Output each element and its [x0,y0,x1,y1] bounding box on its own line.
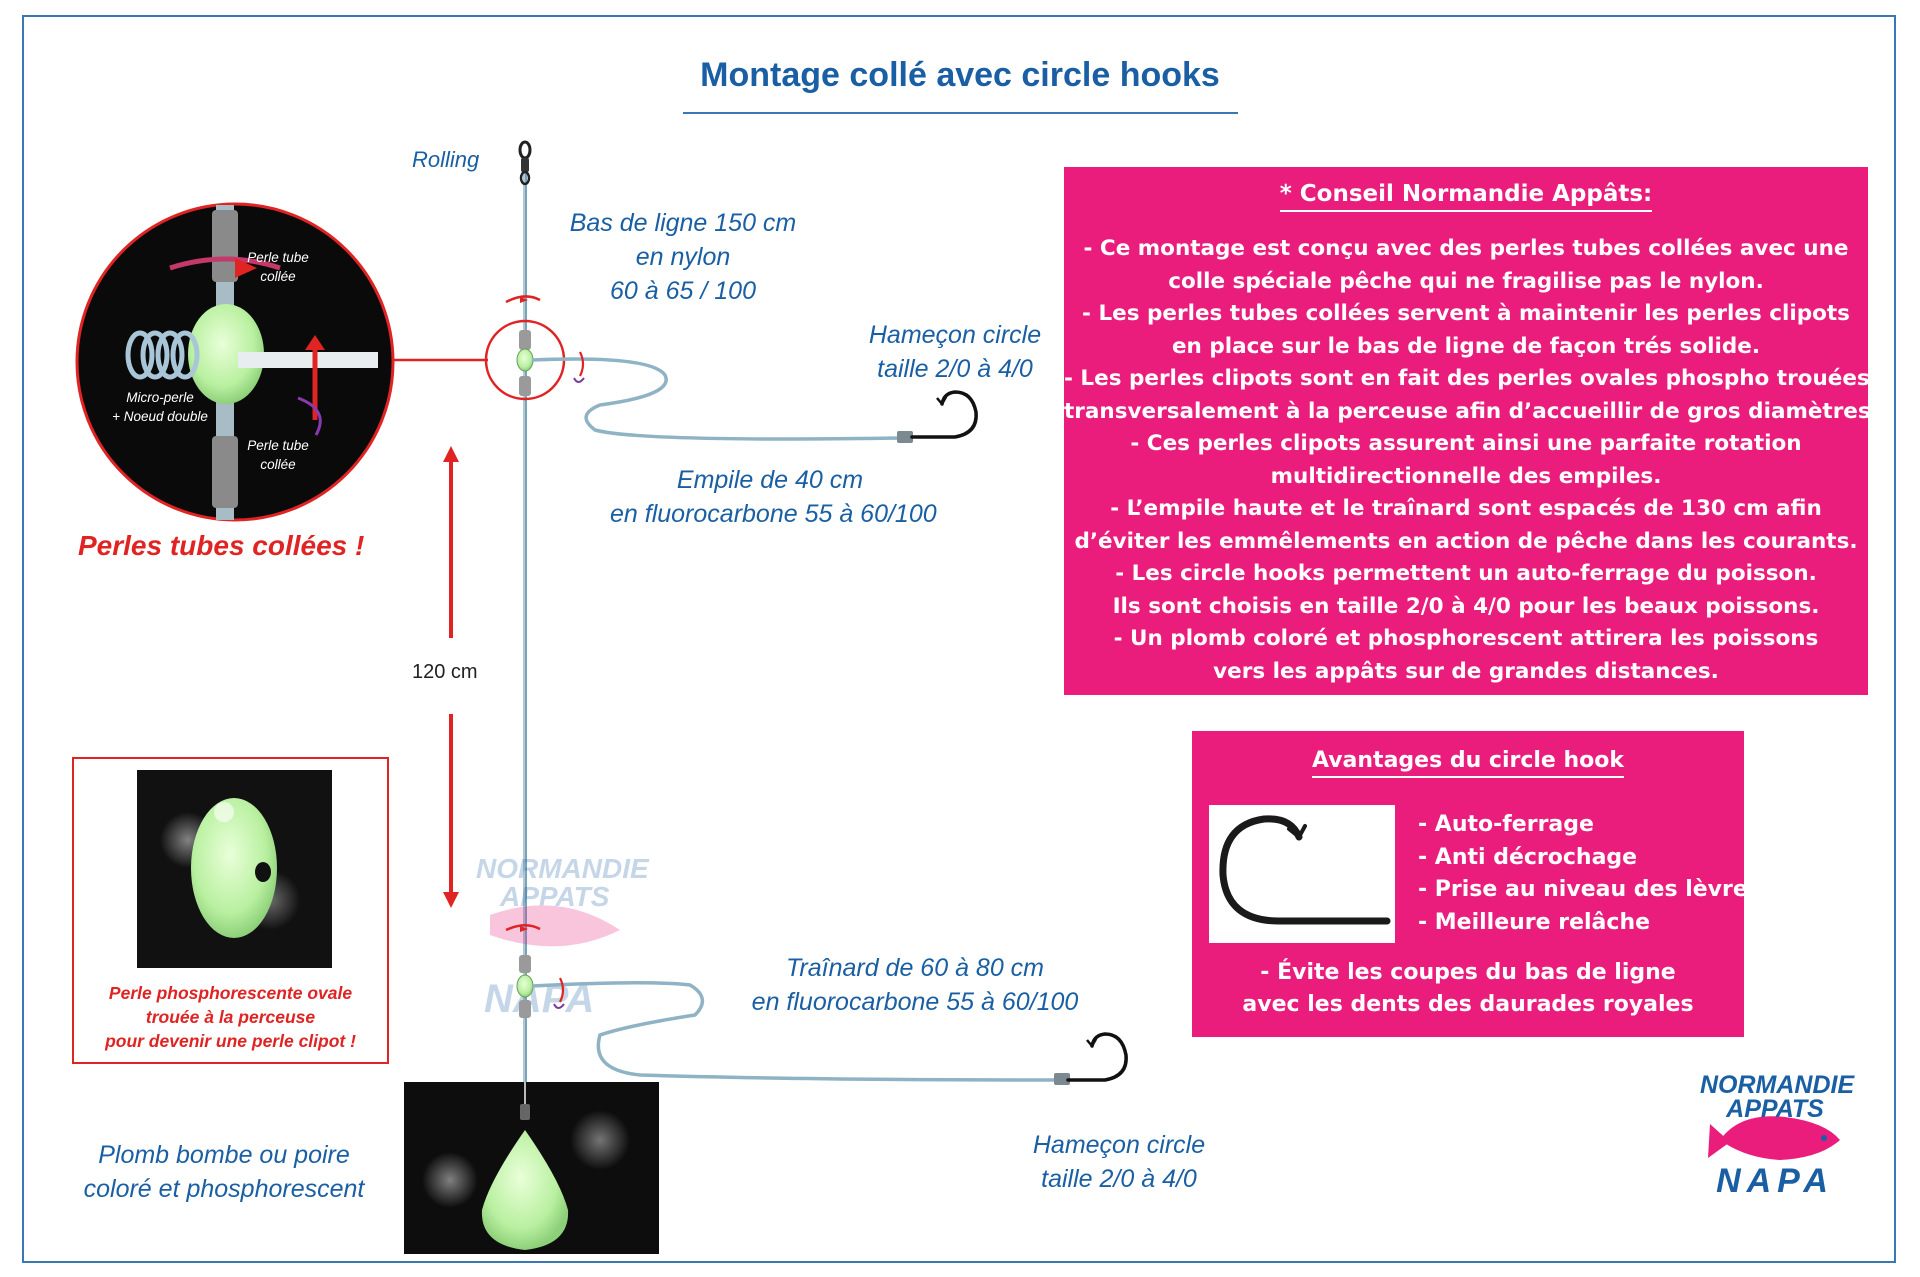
tip-text: - Ce montage est conçu avec des perles t… [1064,233,1879,688]
advantage-item: - Auto-ferrage [1418,812,1594,837]
zoom-inset [75,202,395,522]
lower-snood [531,977,1070,1085]
fish-logo-icon [1708,1116,1840,1160]
tip-line: en place sur le bas de ligne de façon tr… [1171,333,1761,359]
page-title: Montage collé avec circle hooks [700,56,1220,94]
tip-line: - Un plomb coloré et phosphorescent atti… [1113,626,1819,651]
lower-circle-hook-icon [1066,1032,1128,1082]
svg-text:APPATS: APPATS [499,881,610,912]
brand-logo: NORMANDIE APPATS NAPA [1700,1062,1855,1202]
tip-line: - L’empile haute et le traînard sont esp… [1110,496,1822,521]
tip-panel: * Conseil Normandie Appâts: - Ce montage… [1064,167,1879,695]
logo-text-appats: APPATS [1726,1095,1824,1123]
tip-line: - Les perles tubes collées servent à mai… [1082,301,1850,326]
circle-hook-icon [1219,815,1391,925]
tip-line: multidirectionnelle des empiles. [1270,463,1662,489]
tip-line: d’éviter les emmêlements en action de pê… [1074,528,1858,554]
title-underline [683,112,1238,114]
lower-bead-station [505,924,541,1018]
bead-caption: Perle phosphorescente ovale trouée à la … [105,983,356,1051]
sinker-photo [404,1082,659,1254]
distance-label: 120 cm [412,661,478,683]
advantage-item: - Meilleure relâche [1418,909,1651,935]
advantage-item: - Prise au niveau des lèvres [1418,877,1761,902]
zoom-label-micro-perle: Micro-perle+ Noeud double [112,390,208,424]
advantages-panel: Avantages du circle hook - Auto-ferrage … [1192,731,1761,1037]
bead-photo [137,770,332,968]
upper-snood [531,351,913,443]
logo-text-normandie: NORMANDIE [1700,1071,1855,1099]
advantages-title: Avantages du circle hook [1192,748,1744,778]
svg-text:NORMANDIE: NORMANDIE [476,853,650,884]
advantage-item: - Anti décrochage [1418,844,1638,870]
label-rolling: Rolling [412,147,480,172]
tip-line: transversalement à la perceuse afin d’ac… [1064,398,1879,424]
advantages-list: - Auto-ferrage - Anti décrochage - Prise… [1418,809,1761,939]
tip-line: - Ces perles clipots assurent ainsi une … [1130,431,1802,456]
watermark-logo: NORMANDIE APPATS NAPA [476,853,650,1021]
tip-line: - Ce montage est conçu avec des perles t… [1083,236,1849,261]
tip-line: - Les perles clipots sont en fait des pe… [1064,366,1870,391]
tip-line: Ils sont choisis en taille 2/0 à 4/0 pou… [1112,593,1820,619]
tip-title: * Conseil Normandie Appâts: [1064,181,1868,212]
tip-line: vers les appâts sur de grandes distances… [1213,658,1719,684]
swivel-icon [518,140,532,186]
bead-callout-box: Perle phosphorescente ovale trouée à la … [72,757,389,1064]
distance-arrows [443,446,459,908]
upper-circle-hook-icon [910,390,978,439]
advantages-footer: - Évite les coupes du bas de ligne avec … [1242,960,1694,1017]
logo-text-napa: NAPA [1716,1162,1834,1200]
tip-line: colle spéciale pêche qui ne fragilise pa… [1168,268,1764,294]
zoom-headline: Perles tubes collées ! [78,530,365,561]
upper-bead-station [505,295,541,396]
border-frame [22,15,1896,1263]
tip-line: - Les circle hooks permettent un auto-fe… [1115,561,1817,586]
circle-hook-illustration [1209,805,1395,943]
